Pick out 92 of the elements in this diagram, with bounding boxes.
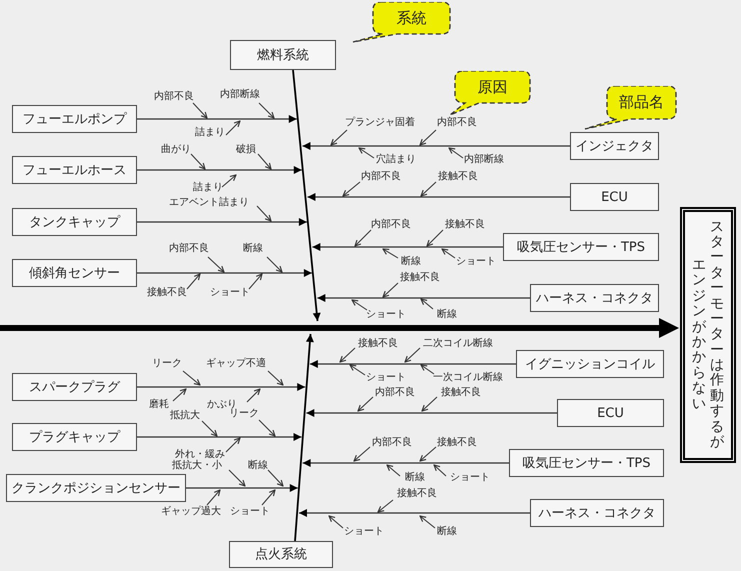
part-box: フューエルホース: [12, 156, 137, 184]
callout-bubble: [352, 2, 451, 43]
cause-label: 接触不良: [397, 489, 437, 499]
part-box: ECU: [557, 399, 664, 427]
cause-label: ショート: [456, 257, 496, 267]
cause-label: 接触不良: [438, 172, 478, 182]
cause-label: 内部不良: [154, 92, 194, 102]
cause-label: 穴詰まり: [376, 155, 416, 165]
part-box: タンクキャップ: [12, 208, 137, 236]
cause-label: ショート: [344, 527, 384, 537]
arrow: [298, 509, 530, 517]
cause-label: 内部断線: [220, 90, 260, 100]
part-box: インジェクタ: [570, 132, 659, 160]
part-box: 吸気圧センサー・TPS: [503, 233, 659, 261]
cause-label: ギャップ不適: [206, 359, 266, 369]
effect-box: [680, 207, 736, 463]
cause-label: 断線: [405, 473, 425, 483]
callout-text: 原因: [476, 76, 508, 98]
part-box: 吸気圧センサー・TPS: [509, 449, 664, 477]
cause-label: 内部不良: [372, 438, 412, 448]
arrow: [310, 360, 516, 368]
cause-label: 内部不良: [169, 244, 209, 254]
cause-label: 内部不良: [371, 220, 411, 230]
cause-label: 接触不良: [400, 273, 440, 283]
cause-label: ショート: [230, 507, 270, 517]
cause-label: 接触不良: [437, 438, 477, 448]
cause-label: 内部不良: [437, 118, 477, 128]
cause-label: 断線: [437, 527, 457, 537]
cause-label: プランジャ固着: [345, 118, 415, 128]
arrow: [302, 142, 570, 150]
arrow: [137, 166, 302, 174]
part-box: フューエルポンプ: [12, 105, 137, 133]
cause-label: 破損: [236, 145, 256, 155]
part-box: クランクポジションセンサー: [6, 474, 186, 502]
cause-label: ショート: [366, 373, 406, 383]
arrow: [137, 433, 302, 441]
cause-label: 接触不良: [445, 220, 485, 230]
cause-label: 二次コイル断線: [423, 339, 493, 349]
callout-text: 部品名: [618, 92, 665, 114]
cause-label: 詰まり: [195, 128, 225, 138]
system-box: 点火系統: [229, 541, 333, 568]
arrow: [307, 193, 570, 201]
spine-arrow: [0, 318, 679, 338]
cause-label: 断線: [437, 310, 457, 320]
vertical-text: エンジンがかからない: [692, 258, 706, 412]
cause-label: ショート: [366, 310, 406, 320]
cause-label: 断線: [243, 244, 263, 254]
part-box: ハーネス・コネクタ: [530, 284, 659, 312]
cause-label: 接触不良: [441, 388, 481, 398]
part-box: イグニッションコイル: [516, 350, 664, 378]
arrow: [292, 70, 321, 322]
vertical-text: スターターモーターは作動するが: [710, 220, 724, 450]
part-box: スパークプラグ: [12, 373, 137, 401]
cause-label: 磨耗: [149, 400, 169, 410]
cause-label: 一次コイル断線: [433, 373, 503, 383]
system-box: 燃料系統: [230, 40, 336, 70]
cause-label: ショート: [210, 288, 250, 298]
arrow: [294, 334, 314, 542]
part-box: ECU: [570, 183, 659, 211]
callout-text: 系統: [396, 8, 428, 29]
cause-label: 内部断線: [464, 155, 504, 165]
arrow: [137, 269, 312, 277]
cause-label: 内部不良: [375, 388, 415, 398]
part-box: ハーネス・コネクタ: [530, 499, 664, 527]
cause-label: 接触不良: [147, 288, 187, 298]
arrow: [302, 459, 509, 467]
cause-label: 抵抗大・小: [172, 461, 222, 471]
cause-label: リーク: [152, 359, 182, 369]
part-box: 傾斜角センサー: [12, 259, 137, 287]
arrow: [137, 218, 307, 226]
arrow: [186, 484, 298, 492]
cause-label: かぶり: [207, 400, 237, 410]
cause-label: 外れ・緩み: [175, 450, 225, 460]
arrow: [312, 243, 503, 251]
callout-bubble: [584, 86, 677, 130]
cause-label: 内部不良: [361, 172, 401, 182]
part-box: プラグキャップ: [12, 423, 137, 451]
callout-bubble: [449, 71, 531, 116]
cause-label: ショート: [450, 473, 490, 483]
arrow: [306, 409, 557, 417]
cause-label: ギャップ過大: [161, 507, 221, 517]
cause-label: 曲がり: [161, 145, 191, 155]
cause-label: 接触不良: [358, 339, 398, 349]
cause-label: 詰まり: [193, 183, 223, 193]
arrow: [137, 383, 306, 391]
cause-label: 断線: [401, 257, 421, 267]
arrow: [317, 294, 530, 302]
cause-label: エアベント詰まり: [169, 198, 249, 208]
cause-label: リーク: [229, 409, 259, 419]
cause-label: 断線: [248, 461, 268, 471]
arrow: [137, 115, 297, 123]
cause-label: 抵抗大: [170, 411, 200, 421]
